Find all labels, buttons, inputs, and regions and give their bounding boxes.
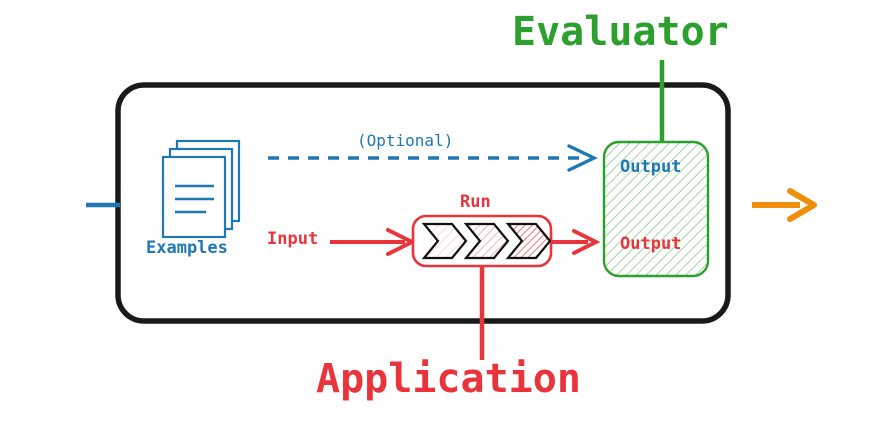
run-label: Run	[460, 192, 491, 212]
examples-label: Examples	[146, 238, 228, 258]
output-bottom-label: Output	[620, 234, 682, 254]
chevron-stage-1	[421, 222, 468, 260]
application-label: Application	[316, 356, 581, 402]
optional-dashed-arrow	[268, 144, 598, 172]
score-arrow	[752, 188, 817, 222]
evaluator-output-box	[602, 140, 710, 278]
optional-label: (Optional)	[357, 131, 454, 150]
input-arrow	[330, 228, 417, 256]
output-top-label: Output	[620, 157, 682, 177]
application-run-box	[411, 214, 553, 268]
stacked-documents-icon	[161, 139, 241, 239]
input-label: Input	[267, 229, 319, 249]
evaluator-label: Evaluator	[512, 9, 729, 55]
run-to-output-arrow	[551, 229, 601, 255]
chevron-stage-2	[463, 222, 510, 260]
chevron-stage-3	[505, 222, 552, 260]
